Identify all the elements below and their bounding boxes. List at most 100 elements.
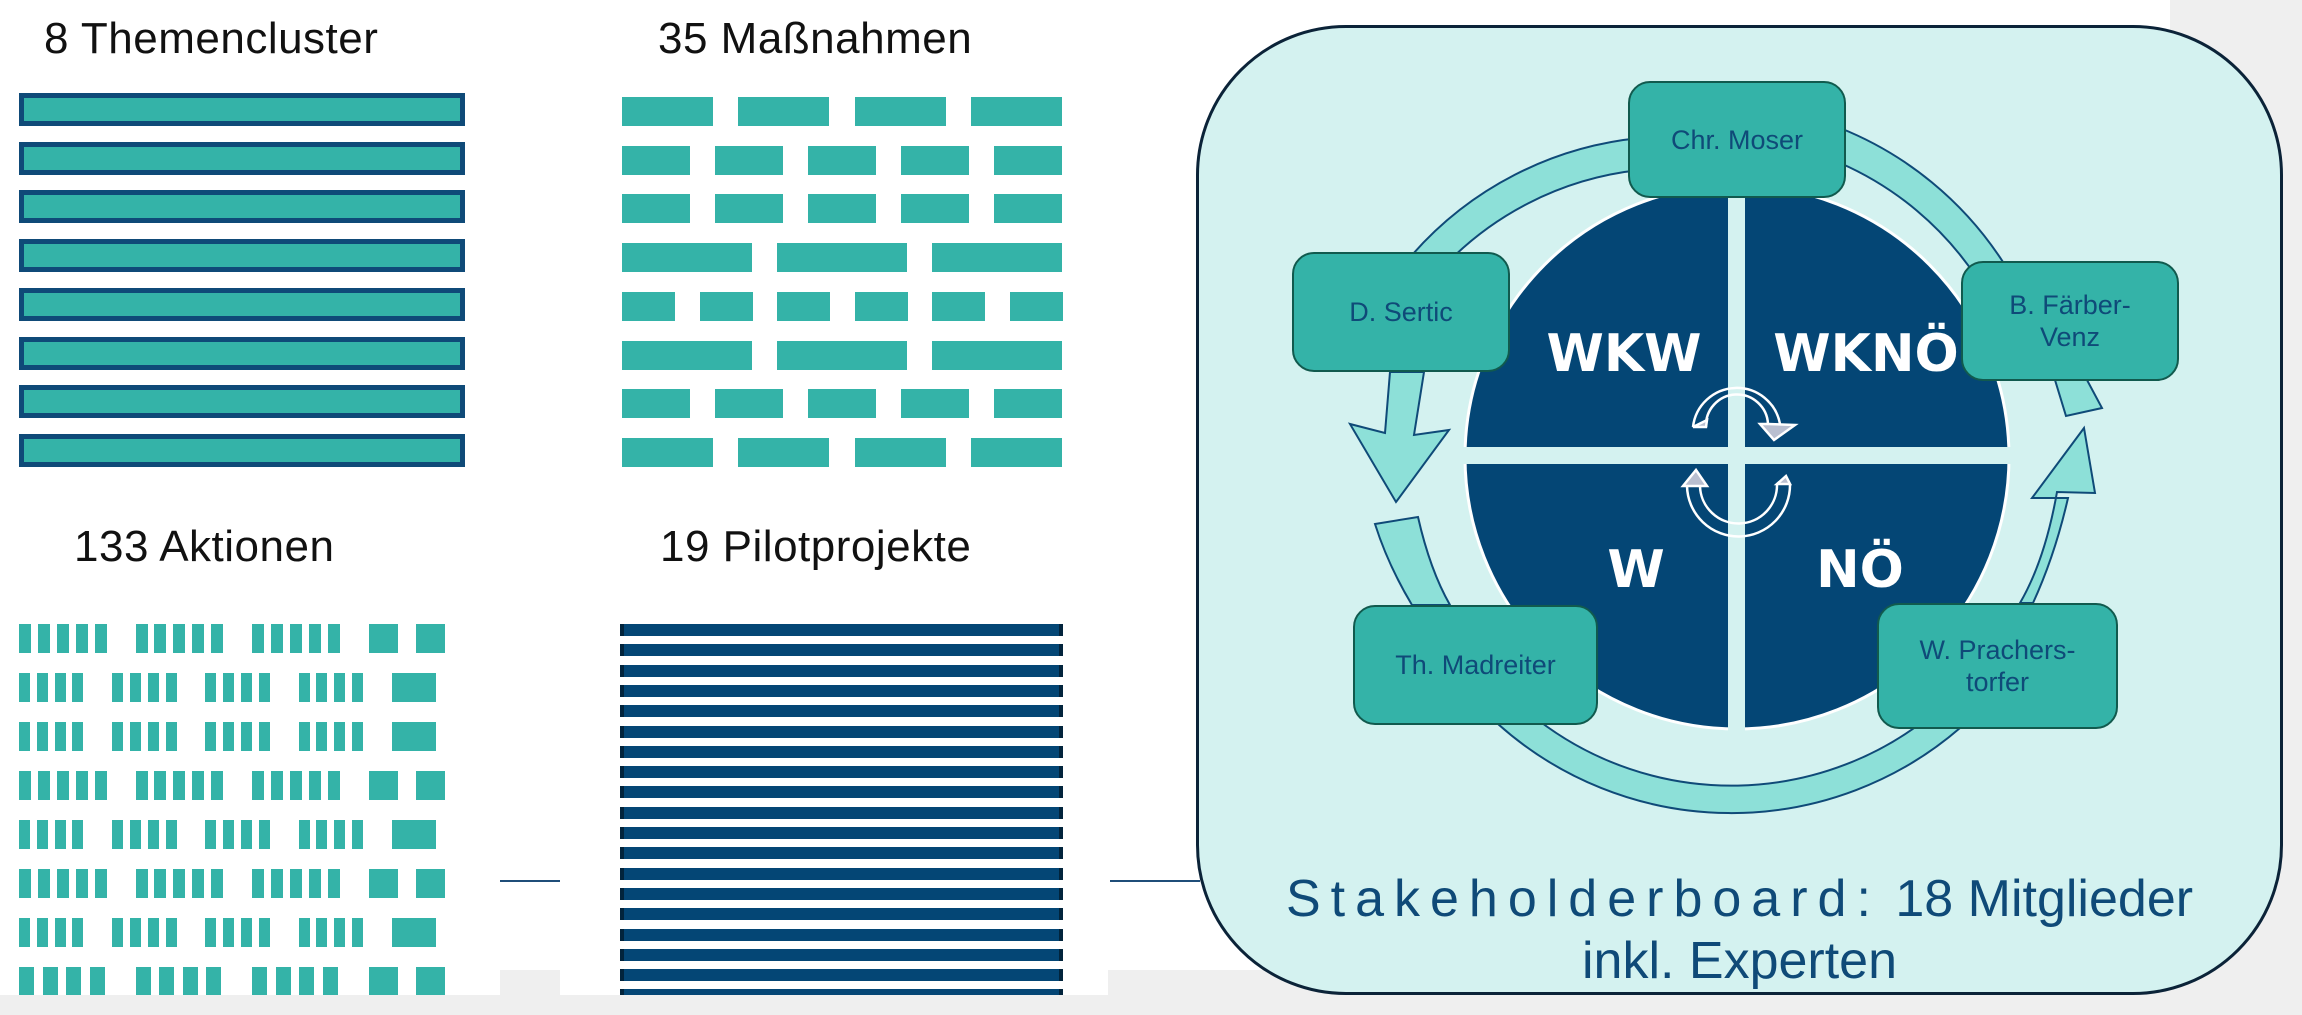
aktionen-bar [173, 771, 185, 800]
aktionen-bar [130, 722, 141, 751]
caption-spaced-word: Stakeholderboard: [1285, 870, 1881, 928]
aktionen-bar [205, 820, 216, 849]
massnahmen-bar [808, 194, 876, 223]
aktionen-bar [130, 820, 141, 849]
pilotprojekte-stripe [620, 868, 1063, 880]
aktionen-bar [299, 722, 310, 751]
stakeholderboard-caption: Stakeholderboard: 18 Mitglieder inkl. Ex… [1196, 868, 2283, 992]
aktionen-bar [76, 869, 88, 898]
aktionen-bar [95, 624, 107, 653]
aktionen-bar [173, 624, 185, 653]
aktionen-bar [299, 967, 314, 995]
aktionen-bar [154, 771, 166, 800]
aktionen-bar [241, 820, 252, 849]
pilotprojekte-stripe [620, 624, 1063, 636]
massnahmen-bar [1010, 292, 1063, 321]
aktionen-bar [334, 918, 345, 947]
pilotprojekte-stripe [620, 989, 1063, 995]
quadrant-label-noe: NÖ [1816, 540, 1904, 600]
themencluster-bar [19, 434, 465, 467]
aktionen-bar [211, 771, 223, 800]
aktionen-bar [316, 918, 327, 947]
aktionen-bar [271, 771, 283, 800]
aktionen-bar [206, 967, 221, 995]
massnahmen-bar [855, 97, 946, 126]
aktionen-bar [241, 918, 252, 947]
aktionen-bar [130, 673, 141, 702]
themencluster-bar [19, 93, 465, 126]
massnahmen-bar [715, 146, 783, 175]
pilotprojekte-stripe [620, 969, 1063, 981]
aktionen-bar [136, 771, 148, 800]
aktionen-bar [392, 722, 436, 751]
aktionen-bar [416, 967, 445, 995]
aktionen-bar [416, 624, 445, 653]
aktionen-bar [259, 918, 270, 947]
cycle-arrow-right-up [2018, 425, 2097, 604]
aktionen-bar [136, 624, 148, 653]
aktionen-bar [223, 918, 234, 947]
aktionen-bar [19, 722, 30, 751]
aktionen-bar [352, 673, 363, 702]
aktionen-bar [72, 820, 83, 849]
aktionen-bar [72, 673, 83, 702]
aktionen-bar [37, 820, 48, 849]
member-node-moser: Chr. Moser [1628, 81, 1846, 198]
massnahmen-bar [971, 438, 1062, 467]
themencluster-bar [19, 239, 465, 272]
aktionen-bar [38, 869, 50, 898]
member-node-faerber-venz: B. Färber- Venz [1961, 261, 2179, 381]
aktionen-bar [154, 624, 166, 653]
themencluster-graphic [19, 93, 465, 467]
aktionen-bar [309, 869, 321, 898]
aktionen-bar [276, 967, 291, 995]
aktionen-bar [290, 869, 302, 898]
aktionen-bar [76, 771, 88, 800]
center-cycle-arrows-icon [1680, 386, 1799, 538]
aktionen-bar [309, 624, 321, 653]
member-node-sertic: D. Sertic [1292, 252, 1510, 372]
aktionen-bar [259, 820, 270, 849]
aktionen-bar [271, 869, 283, 898]
aktionen-bar [369, 624, 398, 653]
massnahmen-bar [901, 146, 969, 175]
massnahmen-bar [738, 438, 829, 467]
aktionen-bar [299, 918, 310, 947]
aktionen-bar [55, 673, 66, 702]
massnahmen-bar [932, 243, 1062, 272]
quadrant-label-wkw: WKW [1546, 324, 1702, 384]
aktionen-bar [241, 673, 252, 702]
aktionen-bar [416, 869, 445, 898]
massnahmen-bar [808, 389, 876, 418]
divider-line [460, 880, 560, 882]
aktionen-bar [205, 673, 216, 702]
aktionen-bar [57, 624, 69, 653]
massnahmen-graphic [622, 97, 1063, 467]
aktionen-bar [66, 967, 81, 995]
pilotprojekte-stripe [620, 949, 1063, 961]
aktionen-bar [72, 918, 83, 947]
massnahmen-bar [932, 341, 1062, 370]
massnahmen-bar [715, 194, 783, 223]
pilotprojekte-stripe [620, 827, 1063, 839]
aktionen-bar [112, 722, 123, 751]
aktionen-bar [136, 967, 151, 995]
aktionen-bar [259, 673, 270, 702]
aktionen-bar [19, 624, 31, 653]
aktionen-bar [57, 869, 69, 898]
massnahmen-bar [622, 292, 675, 321]
aktionen-bar [166, 820, 177, 849]
themencluster-bar [19, 288, 465, 321]
aktionen-bar [299, 673, 310, 702]
massnahmen-bar [901, 389, 969, 418]
member-node-madreiter: Th. Madreiter [1353, 605, 1598, 725]
aktionen-bar [392, 820, 436, 849]
member-name-line1: W. Prachers- [1919, 635, 2076, 665]
aktionen-bar [19, 820, 30, 849]
quadrant-label-w: W [1607, 540, 1665, 600]
aktionen-bar [112, 918, 123, 947]
aktionen-bar [136, 869, 148, 898]
aktionen-bar [192, 624, 204, 653]
aktionen-bar [166, 918, 177, 947]
